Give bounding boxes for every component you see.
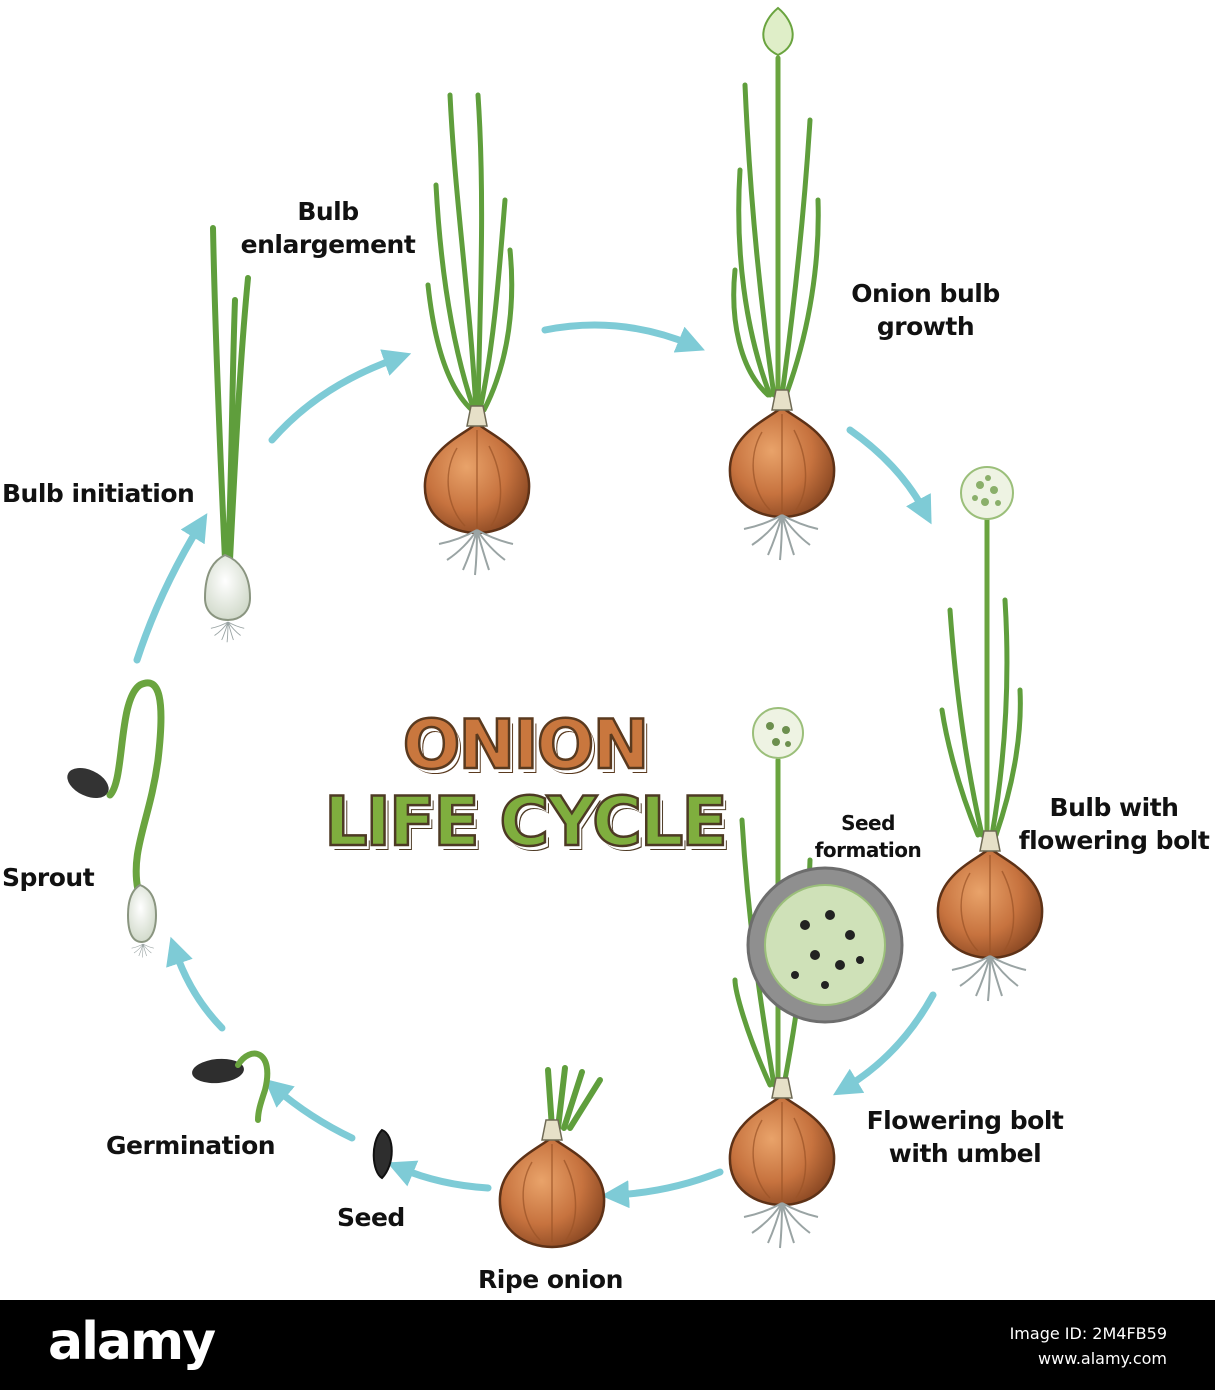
arrow-germination-to-sprout [166,936,226,1032]
label-flowering-bolt-with-umbel: Flowering bolt with umbel [860,1105,1070,1170]
label-seed-formation-line2: formation [814,838,922,862]
cycle-arrows [133,321,937,1209]
germination-seed [192,1050,271,1123]
diagram-artwork [67,6,1044,1249]
footer-meta: Image ID: 2M4FB59 www.alamy.com [1010,1322,1167,1372]
flowering-bolt-umbel [960,466,1014,520]
arrow-seed-to-germination [264,1078,356,1142]
ripe-onion-tops [545,1065,603,1131]
label-bulb-with-flowering-bolt-line1: Bulb with [1049,793,1179,822]
label-germination: Germination [106,1131,276,1160]
label-bulb-enlargement-line2: enlargement [240,229,416,259]
arrow-initiation-to-enlargement [268,349,412,444]
onion-bulb-growth-roots [743,514,819,561]
bulb-enlargement-bulb [423,404,531,535]
label-sprout: Sprout [2,863,95,892]
arrow-umbel-to-ripe [601,1168,724,1209]
label-ripe-onion: Ripe onion [478,1265,623,1294]
label-flowering-bolt-with-umbel-line2: with umbel [888,1138,1042,1168]
footer-bar: alamy Image ID: 2M4FB59 www.alamy.com [0,1300,1215,1390]
image-id: Image ID: 2M4FB59 [1009,1324,1167,1343]
label-onion-bulb-growth: Onion bulb growth [838,278,1013,343]
label-onion-bulb-growth-line1: Onion bulb [851,279,1000,308]
onion-bulb-growth-bulb [728,388,836,519]
label-seed-formation: Seed formation [808,810,928,864]
title-line-1: ONION [401,706,650,785]
label-flowering-bolt-with-umbel-line1: Flowering bolt [866,1106,1064,1135]
label-bulb-enlargement: Bulb enlargement [238,196,418,261]
onion-bulb-growth-plant [731,55,821,398]
label-onion-bulb-growth-line2: growth [876,311,975,341]
arrow-ripe-to-seed [387,1160,492,1192]
bulb-enlargement-roots [438,529,514,576]
arrow-enlargement-to-growth [541,321,705,353]
label-seed-formation-line1: Seed [841,811,895,835]
umbel-bulb [728,1076,836,1207]
brand-logo[interactable]: alamy [48,1312,216,1372]
onion-bulb-growth-bud [762,6,794,57]
bulb-enlargement-plant [425,92,515,413]
flowering-bolt-plant [939,517,1023,838]
umbel-roots [743,1202,819,1249]
arrow-sprout-to-initiation [133,513,208,664]
label-bulb-with-flowering-bolt-line2: flowering bolt [1018,825,1210,855]
flowering-bolt-roots [951,955,1027,1002]
seed-shape [372,1128,393,1180]
site-link[interactable]: www.alamy.com [1038,1348,1167,1368]
label-bulb-enlargement-line1: Bulb [297,197,359,226]
ripe-onion-bulb [498,1118,606,1249]
label-seed: Seed [337,1203,405,1232]
bulb-initiation-plant [203,225,252,643]
sprout-plant [67,679,165,958]
onion-life-cycle-diagram: ONION LIFE CYCLE Bulb initiation Bulb en… [2,6,1213,1294]
title-line-2: LIFE CYCLE [323,783,729,862]
seed-formation-closeup [746,866,904,1024]
label-bulb-initiation: Bulb initiation [2,479,195,508]
arrow-flowering-bolt-to-umbel [832,991,937,1096]
arrow-growth-to-flowering-bolt [846,426,932,525]
label-bulb-with-flowering-bolt: Bulb with flowering bolt [1015,792,1213,857]
umbel-flower-head [752,707,804,759]
